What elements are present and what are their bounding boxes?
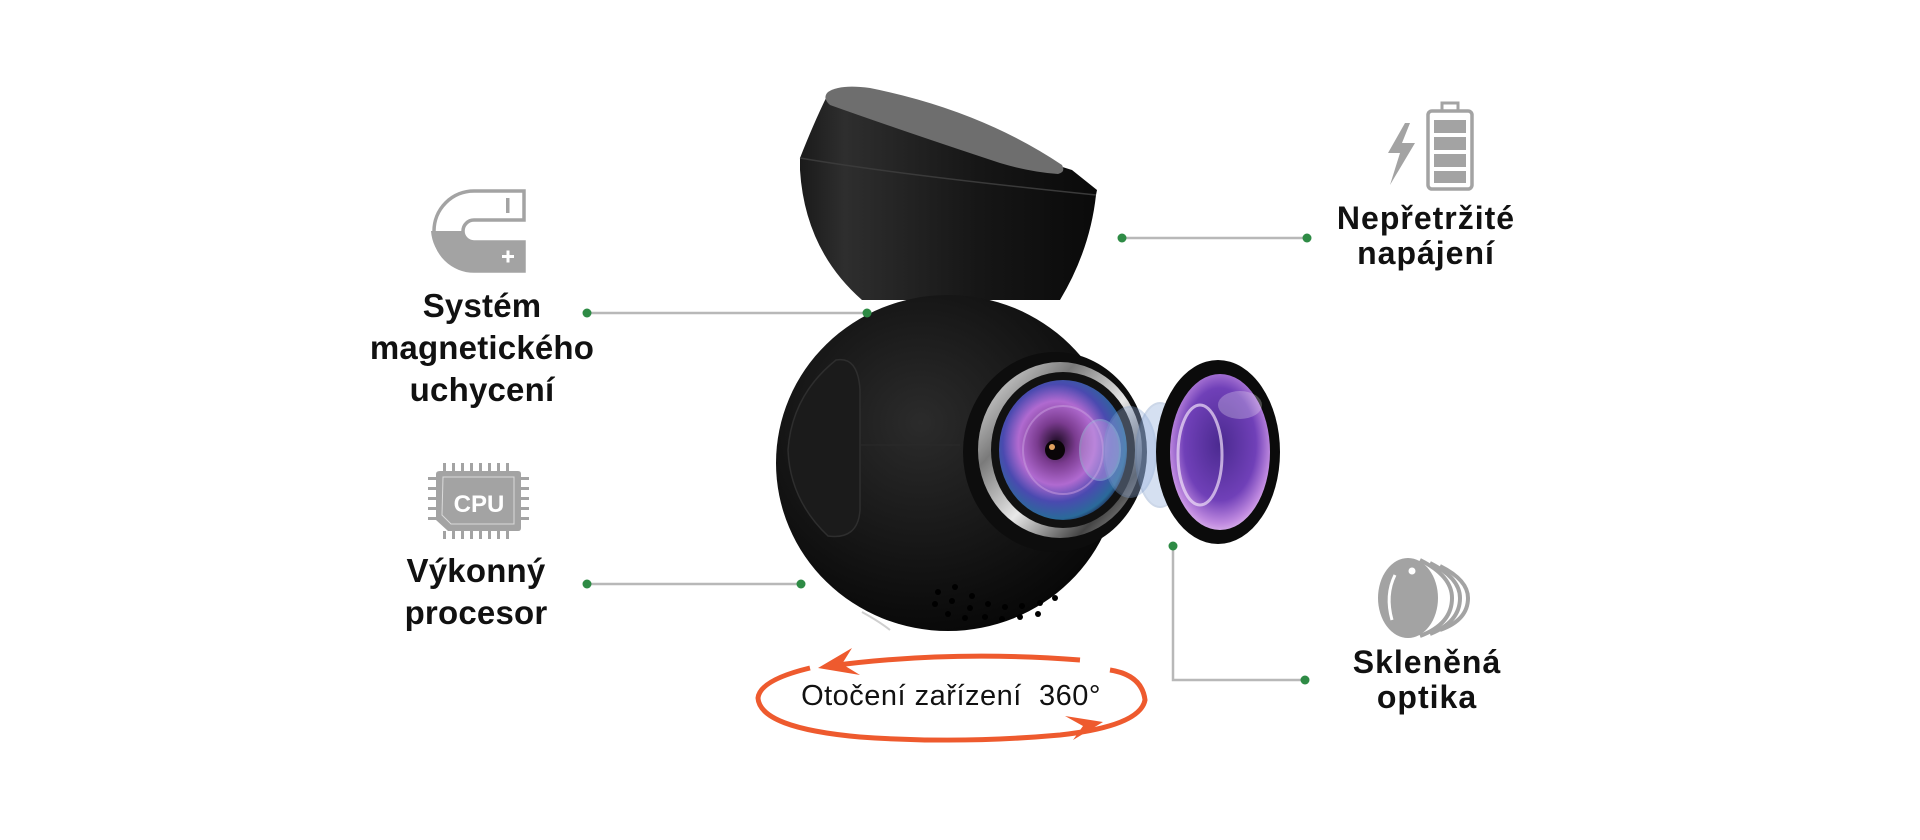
label-line: uchycení: [409, 371, 555, 408]
glass-lens-icon: [1378, 558, 1471, 638]
label-line: Výkonný: [406, 552, 546, 589]
main-lens: [963, 352, 1147, 552]
connector-dots: [582, 233, 1312, 685]
camera-mount: [799, 86, 1097, 300]
magnet-icon: [431, 189, 526, 273]
feature-magnetic-mount-label: Systém magnetického uchycení: [366, 285, 598, 411]
connector-lines: [587, 236, 1307, 682]
cpu-icon: CPU: [428, 463, 529, 539]
label-line: optika: [1376, 679, 1478, 715]
label-line: Skleněná: [1352, 644, 1502, 680]
label-line: Systém: [422, 287, 542, 324]
label-line: procesor: [404, 594, 548, 631]
battery-charging-icon: [1388, 101, 1474, 191]
exploded-lens-elements: [1079, 360, 1280, 544]
svg-text:CPU: CPU: [454, 491, 505, 518]
label-line: magnetického: [369, 329, 595, 366]
rotate-360-icon: [755, 648, 1148, 743]
feature-processor-label: Výkonný procesor: [376, 550, 576, 634]
feature-optics-label: Skleněná optika: [1327, 645, 1527, 715]
rotation-label: Otočení zařízení 360°: [801, 680, 1101, 712]
feature-power-label: Nepřetržité napájení: [1316, 201, 1536, 271]
label-line: Nepřetržité: [1336, 200, 1516, 236]
label-line: napájení: [1357, 235, 1495, 271]
